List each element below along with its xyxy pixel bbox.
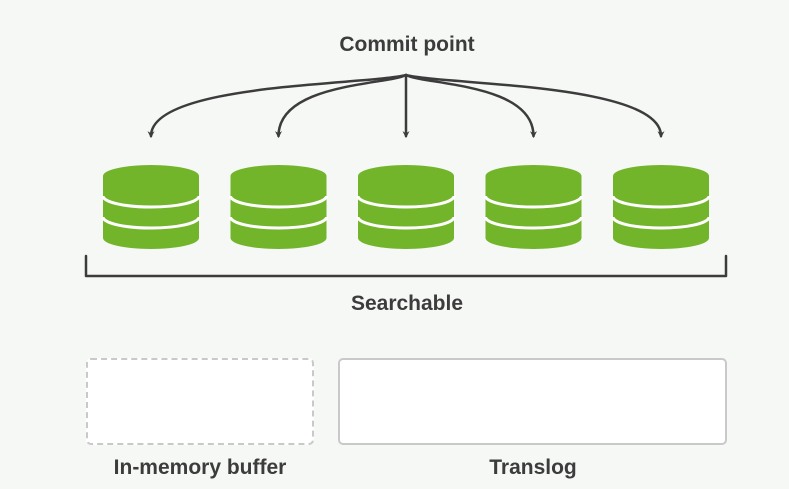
segment-database-icon <box>229 165 328 249</box>
translog-box <box>338 358 727 445</box>
commit-arrow <box>404 73 665 139</box>
commit-point-label: Commit point <box>339 33 475 56</box>
searchable-bracket <box>84 254 728 278</box>
commit-arrows <box>147 73 665 139</box>
segment-database-icon <box>611 165 711 249</box>
searchable-label: Searchable <box>350 292 464 315</box>
segment-database-icon <box>356 165 456 249</box>
commit-arrow <box>275 73 408 139</box>
commit-arrow <box>147 73 408 139</box>
segment-database-icon <box>101 165 201 249</box>
commit-arrow <box>404 73 537 139</box>
segment-database-icon <box>484 165 583 249</box>
in-memory-buffer-box <box>86 358 314 445</box>
segments-group <box>101 165 711 249</box>
translog-label: Translog <box>489 456 577 479</box>
in-memory-buffer-label: In-memory buffer <box>113 456 287 479</box>
